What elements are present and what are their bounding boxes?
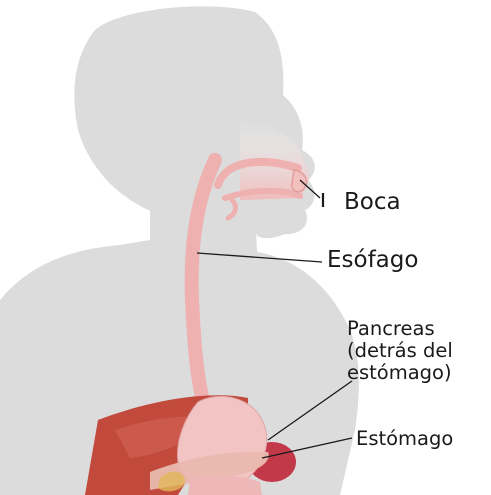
label-boca: Boca xyxy=(344,190,401,216)
label-pancreas: Pancreas (detrás del estómago) xyxy=(347,318,453,383)
label-esofago: Esófago xyxy=(327,248,418,274)
label-pancreas-line-2: (detrás del xyxy=(347,340,453,362)
label-estomago: Estómago xyxy=(356,428,453,450)
label-pancreas-line-3: estómago) xyxy=(347,362,453,384)
label-pancreas-line-1: Pancreas xyxy=(347,318,453,340)
